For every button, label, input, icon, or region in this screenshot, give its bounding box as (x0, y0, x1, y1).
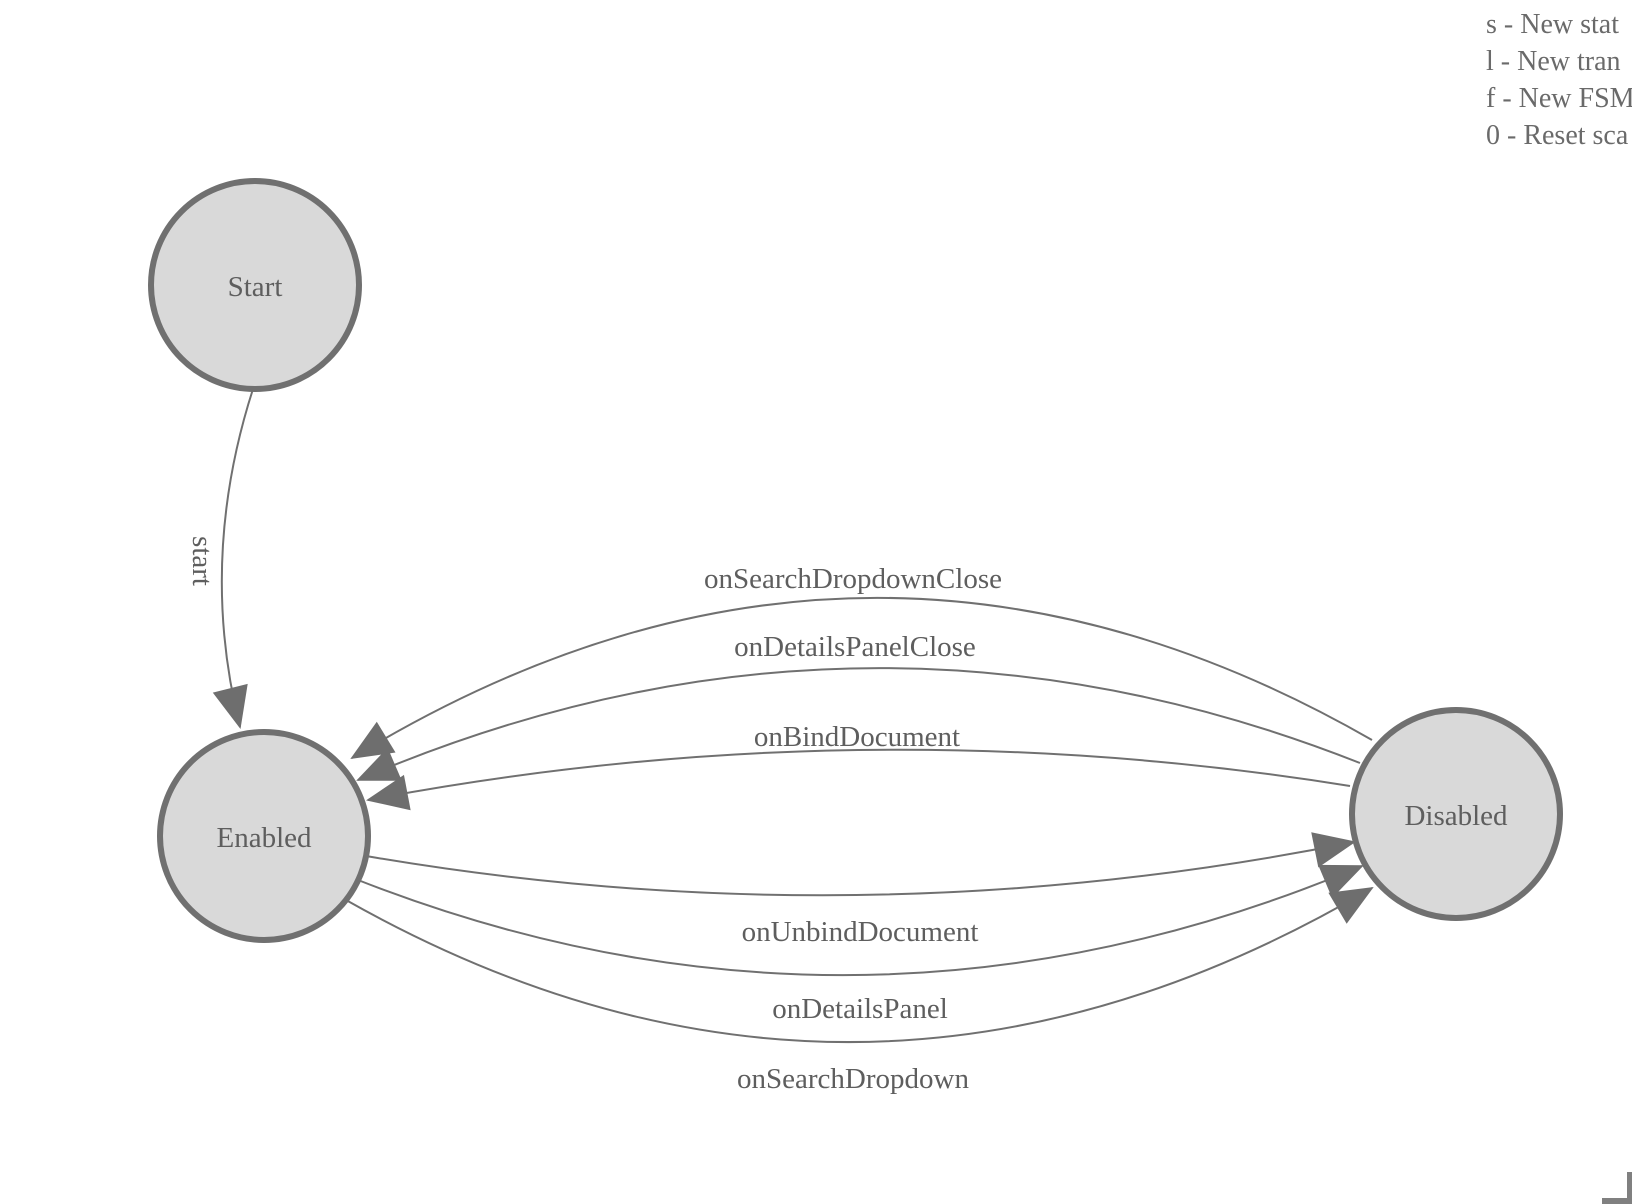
state-node-disabled[interactable]: Disabled (1349, 707, 1563, 921)
state-label-start: Start (228, 271, 283, 303)
transition-edge-ondetailspanelclose[interactable] (356, 667, 1361, 781)
help-line-new-transition: l - New tran (1486, 46, 1621, 77)
transition-edge-onsearchdropdown[interactable] (345, 886, 1374, 1043)
help-line-new-fsm: f - New FSM (1486, 83, 1632, 114)
transition-label-ondetailspanelclose[interactable]: onDetailsPanelClose (734, 631, 976, 663)
transition-label-onsearchdropdown[interactable]: onSearchDropdown (737, 1063, 969, 1095)
canvas-corner-mark (1602, 1172, 1632, 1204)
transition-edge-onunbinddocument[interactable] (365, 832, 1356, 897)
help-line-new-state: s - New stat (1486, 9, 1619, 40)
transition-edge-onsearchdropdownclose[interactable] (350, 596, 1373, 760)
transition-edges (212, 388, 1374, 1043)
transition-label-start[interactable]: start (186, 536, 218, 586)
state-label-enabled: Enabled (216, 822, 312, 854)
transition-label-onsearchdropdownclose[interactable]: onSearchDropdownClose (704, 563, 1002, 595)
help-line-reset-scale: 0 - Reset sca (1486, 120, 1629, 151)
state-circle-enabled[interactable] (157, 729, 371, 943)
transition-labels: start onSearchDropdownClose onDetailsPan… (186, 536, 1002, 1095)
state-node-start[interactable]: Start (148, 178, 362, 392)
transition-label-onunbinddocument[interactable]: onUnbindDocument (742, 916, 979, 948)
help-panel: s - New stat l - New tran f - New FSM 0 … (1486, 6, 1632, 154)
state-label-disabled: Disabled (1404, 800, 1508, 832)
transition-edge-onbinddocument[interactable] (366, 748, 1351, 811)
transition-label-onbinddocument[interactable]: onBindDocument (754, 721, 960, 753)
transition-edge-ondetailspanel[interactable] (357, 864, 1364, 977)
transition-label-ondetailspanel[interactable]: onDetailsPanel (772, 993, 948, 1025)
state-circle-disabled[interactable] (1349, 707, 1563, 921)
state-node-enabled[interactable]: Enabled (157, 729, 371, 943)
state-circle-start[interactable] (148, 178, 362, 392)
transition-edge-start[interactable] (212, 388, 254, 729)
